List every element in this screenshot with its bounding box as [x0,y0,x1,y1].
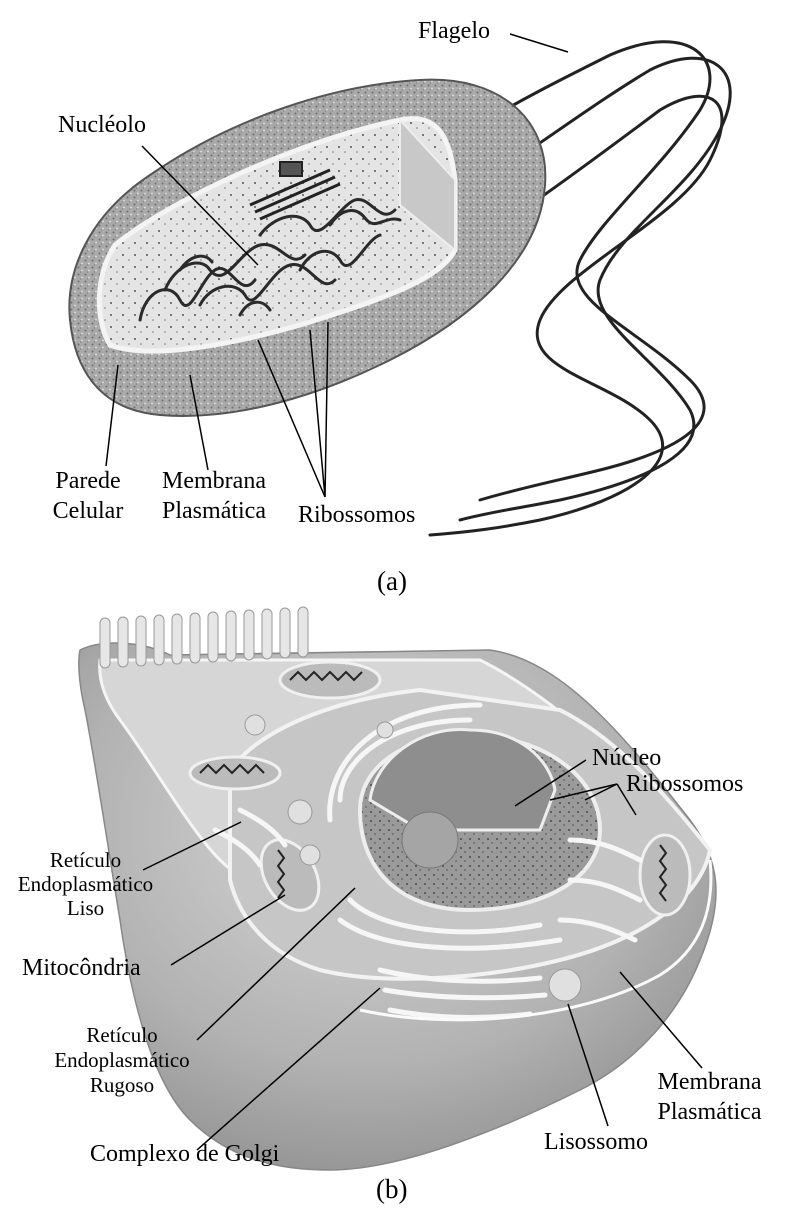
label-membrana-plasmatica-a-line2: Plasmática [150,499,278,523]
label-nucleolo: Nucléolo [58,113,146,137]
label-flagelo: Flagelo [418,19,490,43]
label-reticulo-liso-line3: Liso [8,898,163,919]
caption-a: (a) [377,568,407,595]
label-reticulo-liso: Retículo Endoplasmático Liso [8,850,163,919]
label-parede-celular-line1: Parede [42,469,134,493]
label-lisossomo: Lisossomo [544,1130,648,1154]
label-reticulo-liso-line1: Retículo [8,850,163,871]
label-reticulo-rugoso-line2: Endoplasmático [32,1050,212,1071]
label-membrana-plasmatica-a: Membrana Plasmática [150,469,278,523]
label-parede-celular-line2: Celular [42,499,134,523]
caption-b: (b) [376,1176,407,1203]
label-nucleo: Núcleo [592,746,661,770]
label-membrana-plasmatica-b-line2: Plasmática [642,1100,777,1124]
label-membrana-plasmatica-a-line1: Membrana [150,469,278,493]
label-reticulo-liso-line2: Endoplasmático [8,874,163,895]
bacterium-drawing [69,34,730,535]
label-complexo-golgi: Complexo de Golgi [90,1142,279,1166]
label-reticulo-rugoso: Retículo Endoplasmático Rugoso [32,1025,212,1096]
label-mitocondria: Mitocôndria [22,956,141,980]
label-reticulo-rugoso-line3: Rugoso [32,1075,212,1096]
label-membrana-plasmatica-b: Membrana Plasmática [642,1070,777,1124]
label-membrana-plasmatica-b-line1: Membrana [642,1070,777,1094]
label-ribossomos-b: Ribossomos [626,772,743,796]
label-parede-celular: Parede Celular [42,469,134,523]
label-reticulo-rugoso-line1: Retículo [32,1025,212,1046]
label-ribossomos-a: Ribossomos [298,503,415,527]
